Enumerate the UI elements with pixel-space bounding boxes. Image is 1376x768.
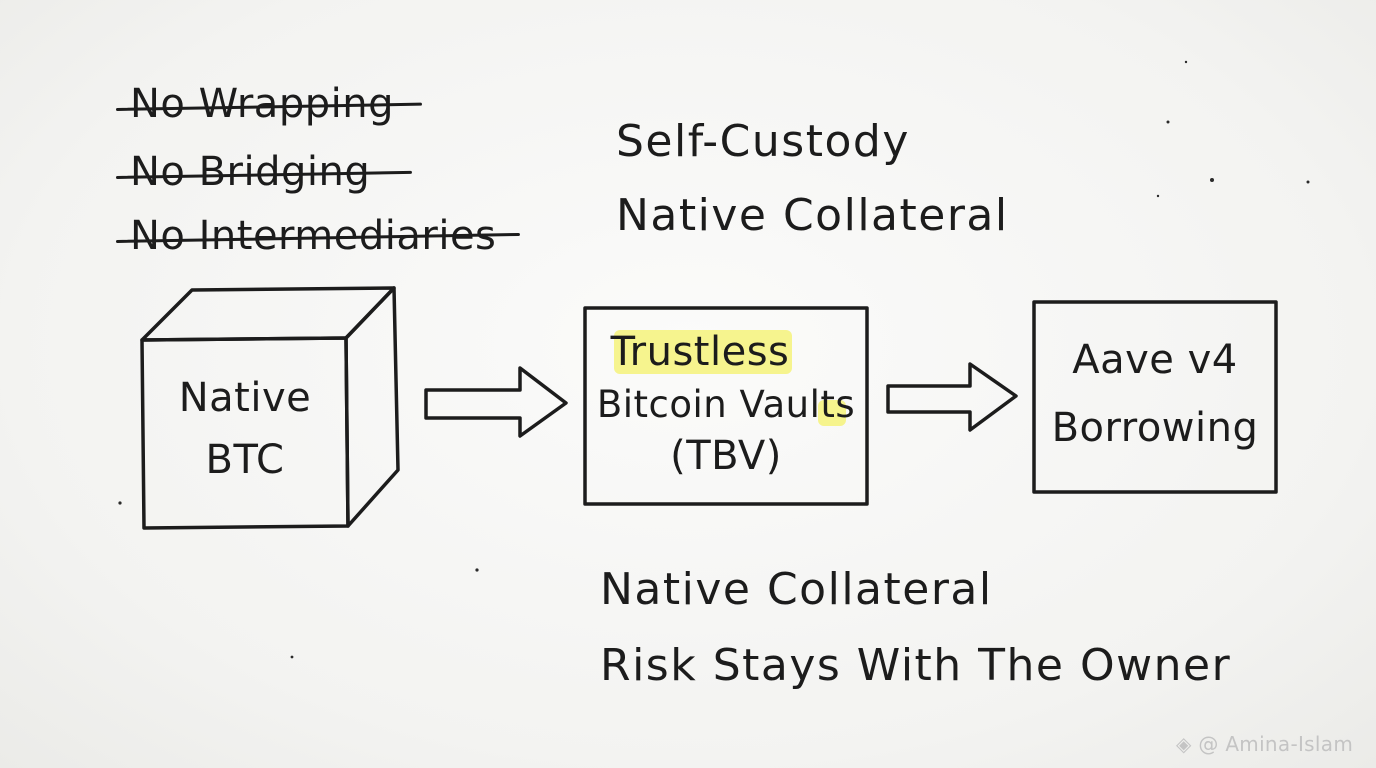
node-btc-line2: BTC: [205, 437, 285, 483]
node-tbv-line3: (TBV): [670, 433, 782, 479]
bottom-note-native-collateral: Native Collateral: [600, 564, 993, 615]
node-aave-line2: Borrowing: [1051, 405, 1259, 451]
bottom-note-risk-owner: Risk Stays With The Owner: [600, 640, 1232, 691]
node-tbv-line2: Bitcoin Vaults: [596, 383, 856, 426]
tbv-box-outline: [583, 306, 869, 506]
watermark-logo-icon: ◈: [1176, 732, 1192, 756]
watermark-text: @ Amina-Islam: [1198, 732, 1354, 756]
node-aave-line1: Aave v4: [1072, 337, 1238, 383]
arrow-tbv-to-aave: [886, 362, 1018, 432]
arrow-btc-to-tbv: [424, 366, 568, 438]
top-note-native-collateral: Native Collateral: [616, 190, 1009, 241]
node-tbv-line1: Trustless: [610, 329, 790, 375]
vaults-highlight: [818, 400, 846, 426]
cube-front-face: [140, 336, 350, 530]
top-note-self-custody: Self-Custody: [616, 116, 910, 167]
cube-side-face: [344, 286, 400, 528]
watermark: ◈ @ Amina-Islam: [1176, 734, 1353, 754]
aave-box-outline: [1032, 300, 1278, 494]
trustless-highlight: [614, 330, 792, 374]
node-btc-line1: Native: [178, 375, 312, 421]
cube-top-face: [140, 286, 396, 342]
ink-specks: [118, 60, 1310, 659]
